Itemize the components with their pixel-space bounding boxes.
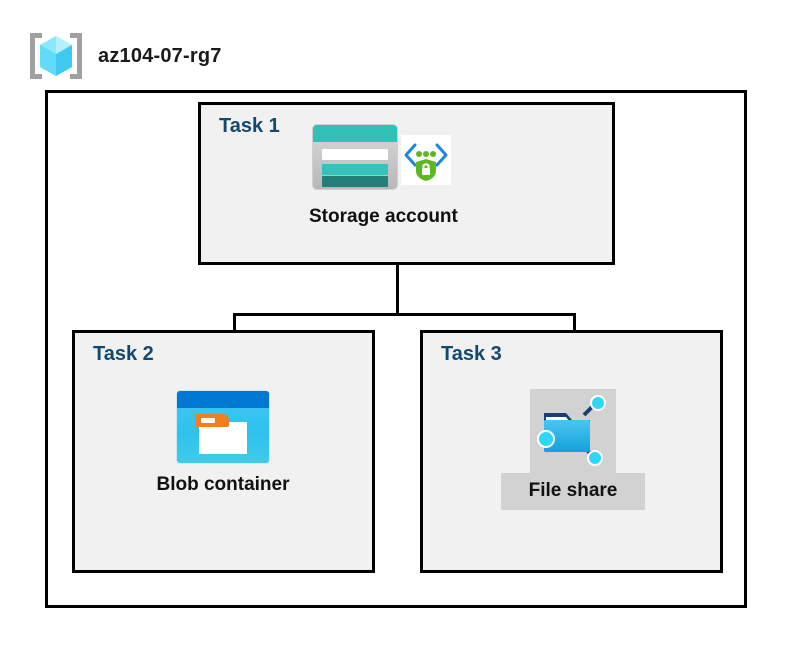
node-file-share[interactable]: File share — [500, 389, 646, 510]
secure-endpoint-shield-icon — [401, 135, 452, 185]
resource-group-header: az104-07-rg7 — [30, 28, 350, 84]
cube-glyph — [40, 36, 72, 76]
storage-account-caption: Storage account — [309, 206, 458, 227]
storage-icon-top-band — [313, 125, 398, 142]
file-share-icon-wrap — [530, 389, 616, 473]
task-1-box: Task 1 Stora — [198, 102, 615, 265]
storage-icon-bar-1 — [322, 149, 389, 160]
node-storage-account[interactable]: Storage account — [297, 125, 470, 232]
resource-group-icon — [30, 30, 82, 82]
file-share-icon — [536, 395, 610, 467]
connector-horizontal-bus — [233, 313, 576, 316]
task-1-label: Task 1 — [219, 115, 280, 137]
bracket-left-decoration — [30, 33, 42, 79]
task-2-label: Task 2 — [93, 343, 154, 365]
connector-task1-trunk — [396, 265, 399, 315]
task-3-label: Task 3 — [441, 343, 502, 365]
blob-icon-document — [199, 422, 247, 454]
resource-group-title: az104-07-rg7 — [98, 44, 222, 67]
task-3-box: Task 3 — [420, 330, 723, 573]
blob-icon-tab — [195, 414, 229, 427]
blob-icon-titlebar — [177, 391, 269, 408]
blob-container-icon — [177, 391, 269, 463]
bracket-right-decoration — [70, 33, 82, 79]
blob-container-caption: Blob container — [156, 474, 290, 495]
task-2-box: Task 2 Blob container — [72, 330, 375, 573]
blob-container-icon-wrap — [177, 391, 269, 463]
storage-account-icon-wrap — [313, 125, 453, 195]
storage-account-icon — [313, 125, 398, 189]
storage-icon-bar-3 — [322, 176, 389, 187]
node-blob-container[interactable]: Blob container — [113, 391, 333, 500]
file-share-caption: File share — [500, 473, 646, 510]
storage-icon-bar-2 — [322, 164, 389, 175]
